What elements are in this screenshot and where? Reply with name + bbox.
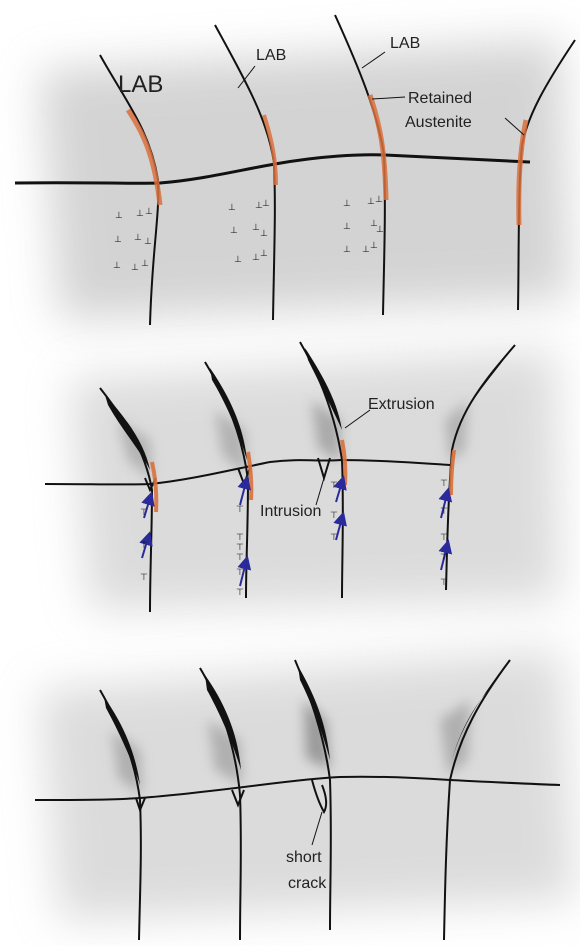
dislocation-symbol: ⊤ bbox=[140, 507, 148, 517]
dislocation-symbol: ⊥ bbox=[375, 194, 383, 204]
dislocation-symbol: ⊥ bbox=[234, 254, 242, 264]
panel-2: Extrusion Intrusion ⊤⊤⊤⊤⊤⊤⊤⊤⊤⊤⊤⊤⊤⊤⊤⊤⊤ bbox=[45, 342, 560, 612]
dislocation-symbol: ⊥ bbox=[141, 258, 149, 268]
panel-2-shading bbox=[70, 350, 560, 610]
dislocation-symbol: ⊤ bbox=[236, 532, 244, 542]
dislocation-symbol: ⊥ bbox=[114, 234, 122, 244]
dislocation-symbol: ⊥ bbox=[115, 210, 123, 220]
dislocation-symbol: ⊥ bbox=[145, 206, 153, 216]
dislocation-symbol: ⊥ bbox=[131, 262, 139, 272]
dislocation-symbol: ⊥ bbox=[343, 221, 351, 231]
dislocation-symbol: ⊤ bbox=[330, 480, 338, 490]
dislocation-symbol: ⊥ bbox=[260, 248, 268, 258]
dislocation-symbol: ⊤ bbox=[236, 567, 244, 577]
dislocation-symbol: ⊤ bbox=[330, 510, 338, 520]
panel-1-label-lab-2: LAB bbox=[256, 47, 286, 64]
panel-2-label-extrusion: Extrusion bbox=[368, 396, 435, 413]
dislocation-symbol: ⊥ bbox=[260, 228, 268, 238]
dislocation-symbol: ⊤ bbox=[236, 542, 244, 552]
panel-3: short crack bbox=[35, 650, 575, 940]
dislocation-symbol: ⊥ bbox=[370, 240, 378, 250]
dislocation-symbol: ⊥ bbox=[113, 260, 121, 270]
panel-1-label-retained: Retained bbox=[408, 90, 472, 107]
panel-1-label-austenite: Austenite bbox=[405, 114, 472, 131]
panel-3-label-crack: crack bbox=[288, 875, 327, 892]
panel-1-label-lab-3: LAB bbox=[390, 35, 420, 52]
panel-3-label-short: short bbox=[286, 849, 322, 866]
dislocation-symbol: ⊥ bbox=[343, 198, 351, 208]
panel-2-label-intrusion: Intrusion bbox=[260, 503, 321, 520]
dislocation-symbol: ⊤ bbox=[440, 577, 448, 587]
dislocation-symbol: ⊤ bbox=[440, 552, 448, 562]
dislocation-symbol: ⊥ bbox=[262, 198, 270, 208]
dislocation-symbol: ⊥ bbox=[228, 202, 236, 212]
dislocation-symbol: ⊤ bbox=[330, 532, 338, 542]
dislocation-symbol: ⊤ bbox=[236, 587, 244, 597]
dislocation-symbol: ⊥ bbox=[252, 252, 260, 262]
dislocation-symbol: ⊤ bbox=[140, 540, 148, 550]
dislocation-symbol: ⊥ bbox=[343, 244, 351, 254]
dislocation-symbol: ⊤ bbox=[440, 478, 448, 488]
dislocation-symbol: ⊤ bbox=[140, 572, 148, 582]
dislocation-symbol: ⊥ bbox=[134, 232, 142, 242]
dislocation-symbol: ⊥ bbox=[362, 244, 370, 254]
dislocation-symbol: ⊤ bbox=[236, 552, 244, 562]
dislocation-symbol: ⊥ bbox=[367, 196, 375, 206]
panel-1: LAB LAB LAB Retained Austenite ⊥⊥⊥⊥⊥⊥⊥⊥⊥… bbox=[15, 15, 575, 325]
dislocation-symbol: ⊥ bbox=[376, 224, 384, 234]
dislocation-symbol: ⊥ bbox=[252, 222, 260, 232]
dislocation-symbol: ⊥ bbox=[136, 208, 144, 218]
dislocation-symbol: ⊥ bbox=[230, 225, 238, 235]
dislocation-symbol: ⊤ bbox=[440, 506, 448, 516]
panel-1-label-lab-large: LAB bbox=[118, 71, 163, 98]
dislocation-symbol: ⊤ bbox=[236, 504, 244, 514]
dislocation-symbol: ⊤ bbox=[440, 532, 448, 542]
dislocation-symbol: ⊥ bbox=[144, 236, 152, 246]
